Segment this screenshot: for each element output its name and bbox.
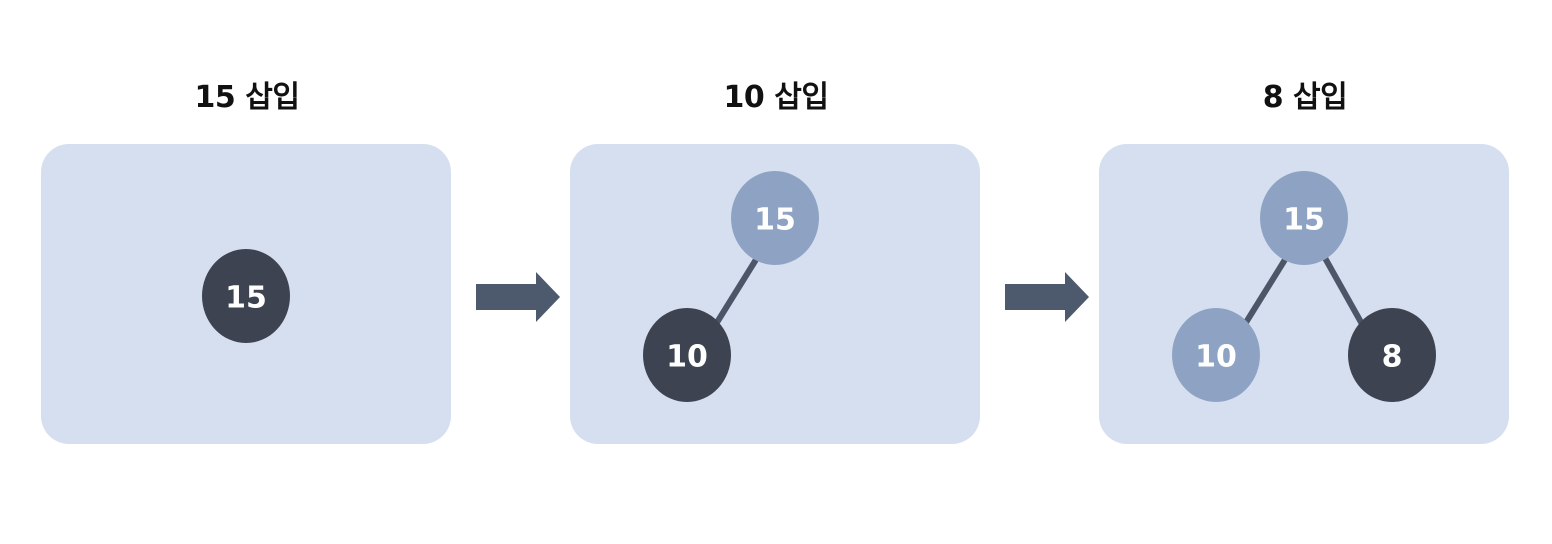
step-3-tree: 15 10 8 [1172, 171, 1436, 402]
tree-node: 15 [731, 171, 819, 265]
arrow-right-icon [476, 272, 560, 322]
step-2-tree: 15 10 [643, 171, 819, 402]
step-1-title: 15 삽입 [194, 80, 300, 115]
node-label: 10 [1195, 340, 1237, 375]
tree-node: 8 [1348, 308, 1436, 402]
tree-edge [1322, 255, 1365, 327]
tree-edge [713, 255, 760, 327]
tree-edge [1242, 255, 1289, 327]
node-label: 15 [754, 203, 796, 238]
step-3-panel: 15 10 8 [1099, 144, 1509, 444]
step-1-panel: 15 [41, 144, 451, 444]
arrow-right-icon [1005, 272, 1089, 322]
node-label: 15 [225, 281, 267, 316]
tree-node: 10 [643, 308, 731, 402]
tree-node: 10 [1172, 308, 1260, 402]
step-1-tree: 15 [202, 249, 290, 343]
step-2-title: 10 삽입 [723, 80, 829, 115]
tree-node: 15 [1260, 171, 1348, 265]
node-label: 15 [1283, 203, 1325, 238]
step-3-title: 8 삽입 [1262, 80, 1348, 115]
node-label: 10 [666, 340, 708, 375]
tree-node: 15 [202, 249, 290, 343]
step-2-panel: 15 10 [570, 144, 980, 444]
node-label: 8 [1382, 340, 1403, 375]
